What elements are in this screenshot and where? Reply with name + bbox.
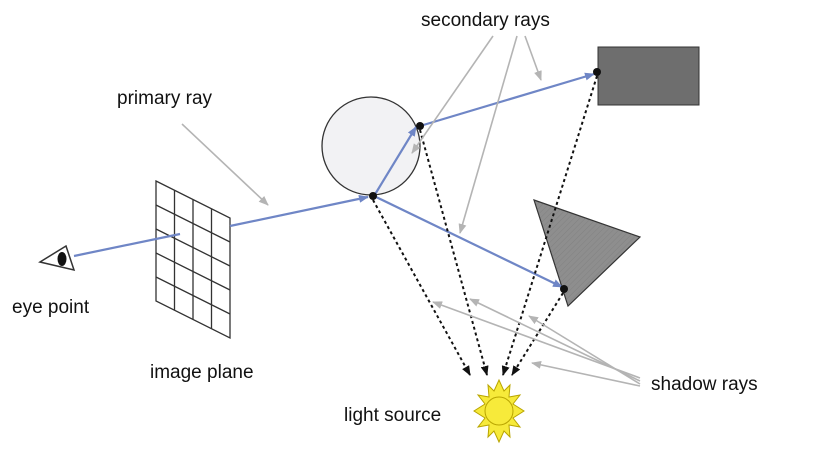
sun-icon — [473, 378, 525, 444]
image-plane-grid — [155, 179, 231, 340]
image-plane-label: image plane — [150, 362, 254, 383]
shadow-rays-label: shadow rays — [651, 374, 758, 395]
eye-icon — [38, 244, 76, 272]
primary-ray — [73, 194, 369, 258]
box-object — [597, 46, 700, 106]
primary-ray-callout-arrow — [181, 123, 269, 206]
light-source-label: light source — [344, 405, 442, 426]
secondary-rays-label: secondary rays — [421, 10, 550, 31]
eye-point-label: eye point — [12, 297, 90, 318]
secondary-rays — [373, 72, 595, 288]
secondary-rays-callout-arrows — [411, 35, 542, 234]
intersection-points — [369, 68, 601, 293]
shadow-rays-callout-arrows — [432, 298, 641, 387]
triangle-object — [533, 199, 642, 308]
primary-ray-label: primary ray — [117, 88, 213, 109]
shadow-rays — [372, 75, 598, 376]
